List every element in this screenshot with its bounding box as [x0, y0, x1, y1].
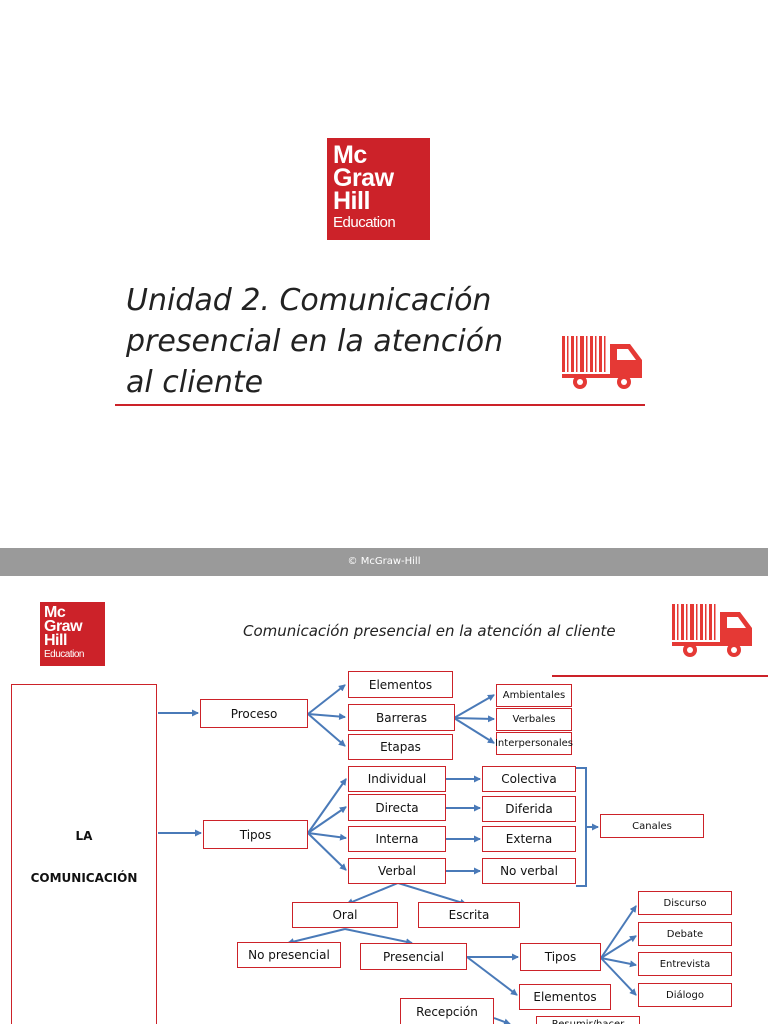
title-slide: Mc Graw Hill Education Unidad 2. Comunic…	[115, 138, 645, 406]
logo-text: Graw	[44, 618, 83, 635]
title-underline	[552, 675, 768, 677]
node-colectiva: Colectiva	[482, 766, 576, 792]
truck-icon	[562, 336, 642, 389]
logo-text: Graw	[333, 164, 394, 192]
logo-text: Hill	[333, 187, 370, 215]
mcgraw-hill-logo: Mc Graw Hill Education	[40, 602, 105, 666]
node-interpersonales: Interpersonales	[495, 732, 573, 755]
node-discurso: Discurso	[638, 891, 732, 915]
node-interna: Interna	[348, 826, 446, 852]
title-line: Unidad 2. Comunicación	[126, 283, 492, 318]
node-escrita: Escrita	[418, 902, 520, 928]
title-line: al cliente	[126, 365, 264, 400]
node-externa: Externa	[482, 826, 576, 852]
title-line: presencial en la atención	[126, 324, 504, 359]
logo-text: Education	[44, 649, 84, 660]
node-entrevista: Entrevista	[638, 952, 732, 976]
logo-text: Mc	[44, 604, 66, 621]
node-tipos-presencial: Tipos	[520, 943, 601, 971]
node-no-presencial: No presencial	[237, 942, 341, 968]
node-directa: Directa	[348, 794, 446, 821]
logo-text: Hill	[44, 632, 67, 649]
node-resumir-partial: Resumir/hacer	[536, 1016, 640, 1024]
copyright-text: © McGraw-Hill	[347, 556, 421, 567]
root-label: COMUNICACIÓN	[30, 870, 138, 885]
node-ambientales: Ambientales	[496, 684, 572, 707]
node-canales: Canales	[600, 814, 704, 838]
title-underline	[115, 404, 645, 406]
node-no-verbal: No verbal	[482, 858, 576, 884]
node-recepcion: Recepción	[400, 998, 494, 1024]
node-debate: Debate	[638, 922, 732, 946]
node-tipos: Tipos	[203, 820, 308, 849]
slide-title: Comunicación presencial en la atención a…	[243, 622, 616, 640]
copyright-bar: © McGraw-Hill	[0, 548, 768, 576]
connector-lines	[158, 684, 637, 1024]
node-verbal: Verbal	[348, 858, 446, 884]
slide-title: Unidad 2. Comunicación presencial en la …	[126, 280, 566, 403]
node-etapas: Etapas	[348, 734, 453, 760]
node-proceso: Proceso	[200, 699, 308, 728]
root-label: LA	[75, 828, 93, 843]
logo-text: Mc	[333, 141, 367, 169]
node-verbales: Verbales	[496, 708, 572, 731]
concept-map-slide: Mc Graw Hill Education Comunicación pres…	[0, 576, 768, 1024]
node-individual: Individual	[348, 766, 446, 792]
node-dialogo: Diálogo	[638, 983, 732, 1007]
logo-text: Education	[333, 214, 396, 231]
node-elementos: Elementos	[348, 671, 453, 698]
node-elementos-presencial: Elementos	[519, 984, 611, 1010]
node-presencial: Presencial	[360, 943, 467, 970]
node-barreras: Barreras	[348, 704, 455, 731]
truck-icon	[672, 604, 752, 657]
root-node: LA COMUNICACIÓN	[11, 684, 157, 1024]
node-oral: Oral	[292, 902, 398, 928]
node-diferida: Diferida	[482, 796, 576, 822]
mcgraw-hill-logo: Mc Graw Hill Education	[327, 138, 430, 240]
